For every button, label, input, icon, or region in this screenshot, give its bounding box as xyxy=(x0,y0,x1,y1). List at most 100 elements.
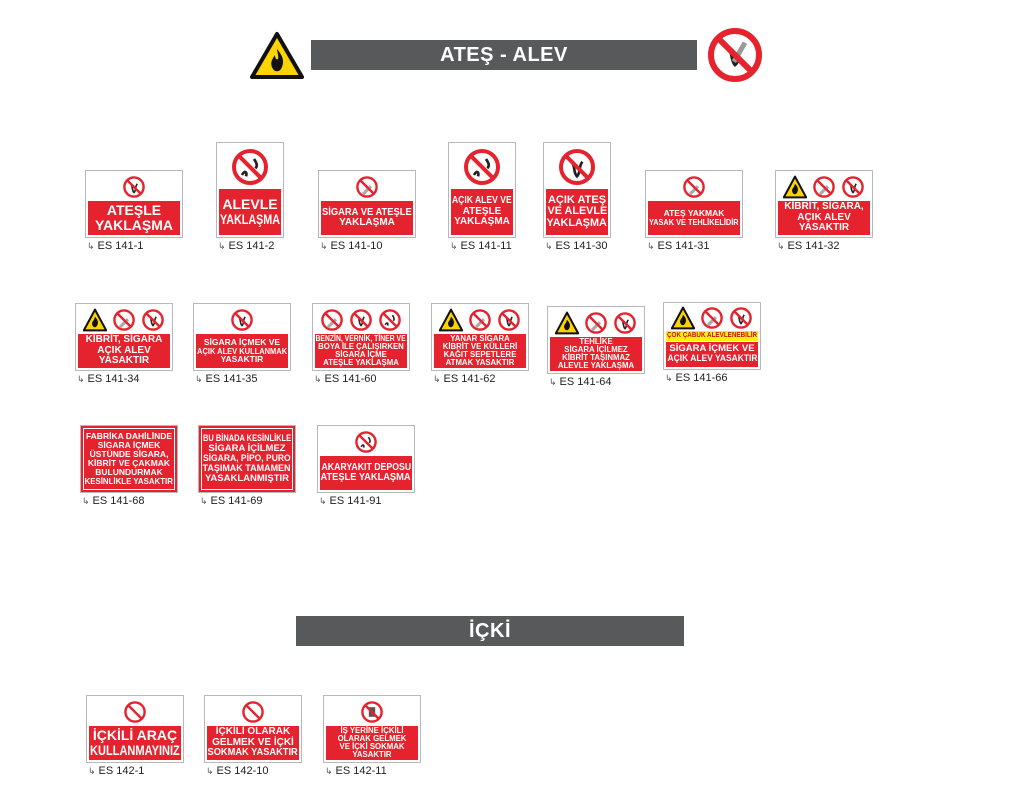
sign-text-line-content: SİGARA İÇİLMEZ xyxy=(208,443,286,455)
sign-text-line: BENZİN, VERNİK, TİNER VE xyxy=(315,334,407,343)
sign-text-line-content: KAĞIT SEPETLERE xyxy=(443,350,517,359)
sign-text-line: ATEŞ YAKMAK xyxy=(648,209,740,218)
no-fire-icon xyxy=(613,311,637,335)
sign-text-line-content: KİBRİT TAŞINMAZ xyxy=(562,353,630,362)
no-smoking-icon xyxy=(812,175,836,199)
sign-pictograms xyxy=(315,306,407,334)
sign-text-line: SİGARA, PİPO, PURO xyxy=(202,454,292,464)
sign-text-line: BULUNDURMAK xyxy=(84,467,174,477)
no-smoking-icon xyxy=(468,308,492,332)
product-code: ↳ES 141-31 xyxy=(647,240,710,253)
no-open-flame-icon xyxy=(354,430,378,454)
sign-text-line-content: YASAK VE TEHLİKELİDİR xyxy=(649,217,739,227)
sign-text-line-content: ATEŞ YAKMAK xyxy=(663,208,725,219)
sign-text-line-content: OLARAK GELMEK xyxy=(337,733,407,743)
product-code: ↳ES 141-69 xyxy=(200,495,263,508)
arrow-icon: ↳ xyxy=(206,766,214,776)
sign-text-line: AKARYAKIT DEPOSU xyxy=(320,461,412,474)
sign-text-line-content: YAKLAŞMA xyxy=(546,216,608,229)
sign-text-line: YASAK VE TEHLİKELİDİR xyxy=(648,218,740,227)
no-fire-icon xyxy=(841,175,865,199)
sign-text-line-content: YAKLAŞMA xyxy=(454,216,510,228)
arrow-icon: ↳ xyxy=(433,374,441,384)
sign-pictograms xyxy=(546,145,608,189)
arrow-icon: ↳ xyxy=(549,377,557,387)
product-code: ↳ES 141-10 xyxy=(320,240,383,253)
sign-text-line: AÇIK ALEV xyxy=(78,345,170,357)
sign-text-line-content: YASAKTIR xyxy=(798,222,850,234)
product-code: ↳ES 141-2 xyxy=(218,240,274,253)
sign-text-line-content: VE ALEVLE xyxy=(547,205,607,218)
sign-text-line: SİGARA İÇMEK VE xyxy=(666,344,758,354)
product-code-text: ES 141-62 xyxy=(443,373,496,385)
product-code: ↳ES 141-35 xyxy=(195,373,258,386)
sign-text-line-content: FABRİKA DAHİLİNDE xyxy=(85,431,173,442)
sign-text-line: KİBRİT VE KÜLLERİ xyxy=(434,342,526,351)
product-code: ↳ES 141-1 xyxy=(87,240,143,253)
sign-text-line: YAKLAŞMA xyxy=(321,217,413,229)
flammable-warning-icon xyxy=(555,311,579,335)
sign-text-line: VE İÇKİ SOKMAK xyxy=(326,742,418,751)
sign-text-line: YAKLAŞMA xyxy=(219,212,281,227)
sign-text-line-content: SOKMAK YASAKTIR xyxy=(207,747,299,759)
arrow-icon: ↳ xyxy=(777,241,785,251)
arrow-icon: ↳ xyxy=(665,373,673,383)
sign-text-line-content: AKARYAKIT DEPOSU xyxy=(321,461,411,473)
sign-text-line-content: KİBRİT, SİGARA xyxy=(85,334,163,346)
product-code-text: ES 141-10 xyxy=(330,240,383,252)
sign-pictograms xyxy=(321,173,413,201)
sign-text-line: İŞ YERİNE İÇKİLİ xyxy=(326,726,418,735)
product-code-text: ES 141-30 xyxy=(555,240,608,252)
sign-text-line: SİGARA VE ATEŞLE xyxy=(321,207,413,219)
sign-text-line: ATMAK YASAKTIR xyxy=(434,358,526,367)
sign-text-line: AÇIK ALEV xyxy=(778,212,870,224)
sign-text-line-content: AÇIK ATEŞ xyxy=(547,193,607,206)
product-code-text: ES 141-2 xyxy=(228,240,275,252)
arrow-icon: ↳ xyxy=(200,496,208,506)
sign-text-line: KİBRİT TAŞINMAZ xyxy=(550,353,642,362)
product-code-text: ES 141-32 xyxy=(787,240,840,252)
sign-text-line-content: KULLANMAYINIZ xyxy=(90,742,180,758)
product-code-text: ES 141-35 xyxy=(205,373,258,385)
no-drinking-icon xyxy=(360,700,384,724)
sign-pictograms xyxy=(89,698,181,726)
arrow-icon: ↳ xyxy=(87,241,95,251)
sign-text-line: ALEVLE YAKLAŞMA xyxy=(550,361,642,370)
sign-text-line-content: BU BİNADA KESİNLİKLE xyxy=(202,433,292,445)
sign-text-line: ATEŞLE xyxy=(88,203,180,218)
flammable-warning-icon xyxy=(439,308,463,332)
sign-text-line: SİGARA İÇMEK VE xyxy=(196,337,288,347)
sign-text-line: KİBRİT VE ÇAKMAK xyxy=(84,459,174,468)
arrow-icon: ↳ xyxy=(325,766,333,776)
prohibition-icon xyxy=(241,700,265,724)
sign-text-line-content: KESİNLİKLE YASAKTIR xyxy=(84,475,174,486)
arrow-icon: ↳ xyxy=(545,241,553,251)
sign-text-line: TEHLİKE xyxy=(550,337,642,346)
sign-text-line-content: ÜSTÜNDE SİGARA, xyxy=(89,449,169,460)
